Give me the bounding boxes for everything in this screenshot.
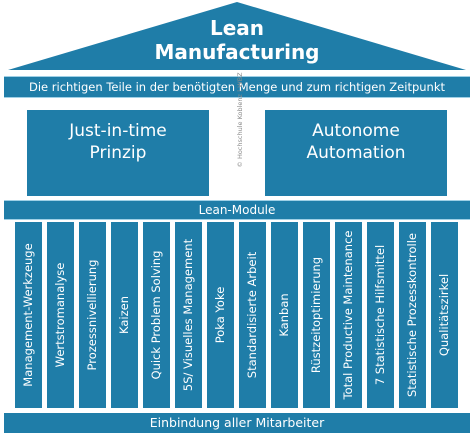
pillar-label: 7 Statistische Hilfsmittel <box>373 244 387 386</box>
pillar-label: Quick Problem Solving <box>149 250 163 380</box>
pillar-qualitaetszirkel: Qualitätszirkel <box>431 222 458 408</box>
pillar-kanban: Kanban <box>271 222 298 408</box>
roof-title-line1: Lean <box>209 16 265 40</box>
pillar-ruestzeitoptimierung: Rüstzeitoptimierung <box>303 222 330 408</box>
pillar-5s-visuelles-management: 5S/ Visuelles Management <box>175 222 202 408</box>
pillar-label: Kaizen <box>117 296 131 334</box>
pillar-label: Total Productive Maintenance <box>341 230 355 400</box>
pillar-total-productive-maintenance: Total Productive Maintenance <box>335 222 362 408</box>
pillar-statistische-prozesskontrolle: Statistische Prozesskontrolle <box>399 222 426 408</box>
pillar-poka-yoke: Poka Yoke <box>207 222 234 408</box>
principle-jit-line2: Prinzip <box>89 143 147 163</box>
roof-title-line2: Manufacturing <box>154 40 320 64</box>
pillar-label: Statistische Prozesskontrolle <box>405 233 419 397</box>
pillar-wertstromanalyse: Wertstromanalyse <box>47 222 74 408</box>
pillar-label: Qualitätszirkel <box>437 273 451 357</box>
pillar-management-werkzeuge: Management-Werkzeuge <box>15 222 42 408</box>
pillar-quick-problem-solving: Quick Problem Solving <box>143 222 170 408</box>
pillar-label: Prozessnivellierung <box>85 259 99 371</box>
roof <box>8 2 466 70</box>
pillar-label: Standardisierte Arbeit <box>245 251 259 379</box>
copyright-note: © Hochschule Koblenz | WBZ <box>236 72 244 168</box>
principle-auto-line2: Automation <box>306 143 406 163</box>
base-band: Einbindung aller Mitarbeiter <box>4 413 470 433</box>
goal-band: Die richtigen Teile in der benötigten Me… <box>4 76 470 98</box>
goal-band-label: Die richtigen Teile in der benötigten Me… <box>28 80 446 94</box>
principle-jit-line1: Just-in-time <box>69 121 167 141</box>
pillar-7-statistische-hilfsmittel: 7 Statistische Hilfsmittel <box>367 222 394 408</box>
pillar-label: 5S/ Visuelles Management <box>181 238 195 392</box>
pillar-kaizen: Kaizen <box>111 222 138 408</box>
modules-band: Lean-Module <box>4 200 470 220</box>
pillar-label: Management-Werkzeuge <box>21 243 35 387</box>
principle-just-in-time: Just-in-time Prinzip <box>27 110 209 196</box>
pillar-prozessnivellierung: Prozessnivellierung <box>79 222 106 408</box>
pillar-label: Rüstzeitoptimierung <box>309 256 323 374</box>
principle-auto-line1: Autonome <box>312 121 400 141</box>
pillar-label: Poka Yoke <box>213 286 227 344</box>
roof-triangle <box>8 2 466 70</box>
modules-band-label: Lean-Module <box>198 203 276 217</box>
base-band-label: Einbindung aller Mitarbeiter <box>149 415 325 430</box>
pillar-standardisierte-arbeit: Standardisierte Arbeit <box>239 222 266 408</box>
pillar-label: Kanban <box>277 293 291 337</box>
principle-autonome-automation: Autonome Automation <box>265 110 447 196</box>
pillar-label: Wertstromanalyse <box>53 262 67 368</box>
